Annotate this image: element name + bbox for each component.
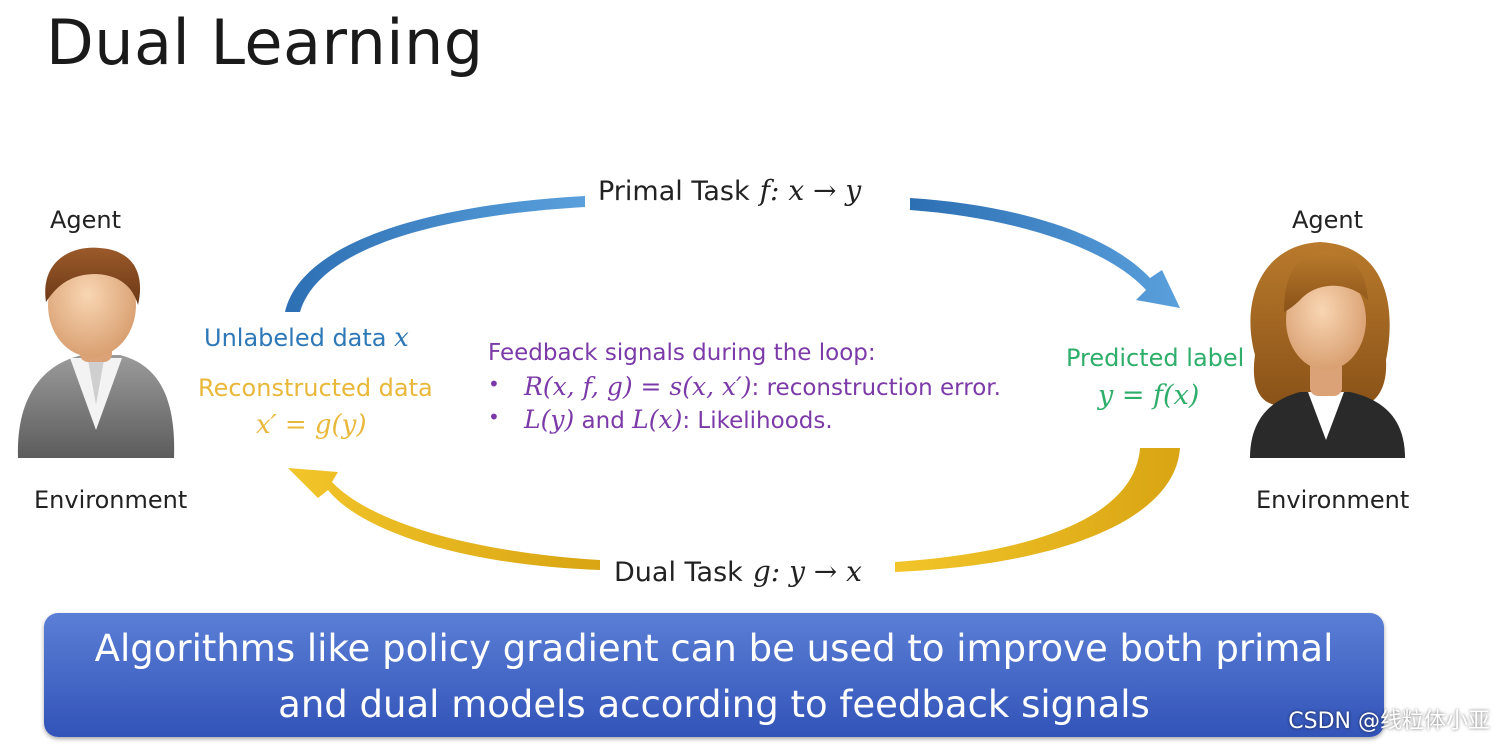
- primal-arrow-left-segment: [285, 196, 585, 312]
- primal-task-label: Primal Task f: x → y: [598, 174, 861, 207]
- right-agent-label: Agent: [1292, 206, 1364, 234]
- summary-banner: Algorithms like policy gradient can be u…: [44, 613, 1384, 737]
- feedback-heading: Feedback signals during the loop:: [488, 340, 876, 366]
- feedback-list: • R(x, f, g) = s(x, x′): reconstruction …: [488, 372, 1068, 434]
- unlabeled-data-text: Unlabeled data: [204, 324, 387, 352]
- dual-task-label: Dual Task g: y → x: [614, 555, 862, 588]
- banner-line-2: and dual models according to feedback si…: [278, 683, 1150, 726]
- primal-task-text: Primal Task: [598, 176, 750, 207]
- unlabeled-data-var: x: [394, 323, 409, 353]
- predicted-label-text: Predicted label: [1066, 344, 1245, 372]
- agent-woman-icon: [1250, 242, 1405, 458]
- dual-arrow-right-segment: [895, 448, 1180, 572]
- dual-task-text: Dual Task: [614, 557, 743, 588]
- feedback-item-formula: R(x, f, g) = s(x, x′): [524, 372, 752, 401]
- feedback-signals-block: Feedback signals during the loop: • R(x,…: [488, 340, 1068, 438]
- predicted-label-formula: y = f(x): [1098, 380, 1200, 411]
- feedback-item-mid: and: [574, 408, 633, 434]
- feedback-item-text: : reconstruction error.: [751, 375, 1001, 401]
- slide-title: Dual Learning: [46, 6, 484, 79]
- feedback-item: • R(x, f, g) = s(x, x′): reconstruction …: [488, 372, 1068, 401]
- feedback-item-text: : Likelihoods.: [682, 408, 833, 434]
- unlabeled-data-label: Unlabeled data x: [204, 323, 409, 353]
- primal-task-formula: f: x → y: [759, 174, 862, 207]
- agent-man-icon: [17, 247, 175, 458]
- reconstructed-data-label: Reconstructed data: [198, 374, 433, 402]
- banner-line-1: Algorithms like policy gradient can be u…: [94, 627, 1334, 670]
- feedback-item: • L(y) and L(x): Likelihoods.: [488, 405, 1068, 434]
- feedback-item-formula-b: L(x): [632, 405, 683, 434]
- bullet-icon: •: [488, 372, 500, 396]
- left-environment-label: Environment: [34, 486, 188, 514]
- right-environment-label: Environment: [1256, 486, 1410, 514]
- left-agent-label: Agent: [50, 206, 122, 234]
- bullet-icon: •: [488, 405, 500, 429]
- watermark: CSDN @线粒体小亚: [1288, 709, 1490, 734]
- dual-arrow-left-segment: [288, 468, 600, 570]
- reconstructed-data-formula: x′ = g(y): [256, 410, 367, 440]
- dual-task-formula: g: y → x: [752, 555, 862, 588]
- primal-arrow-right-segment: [910, 198, 1180, 308]
- feedback-item-formula-a: L(y): [524, 405, 575, 434]
